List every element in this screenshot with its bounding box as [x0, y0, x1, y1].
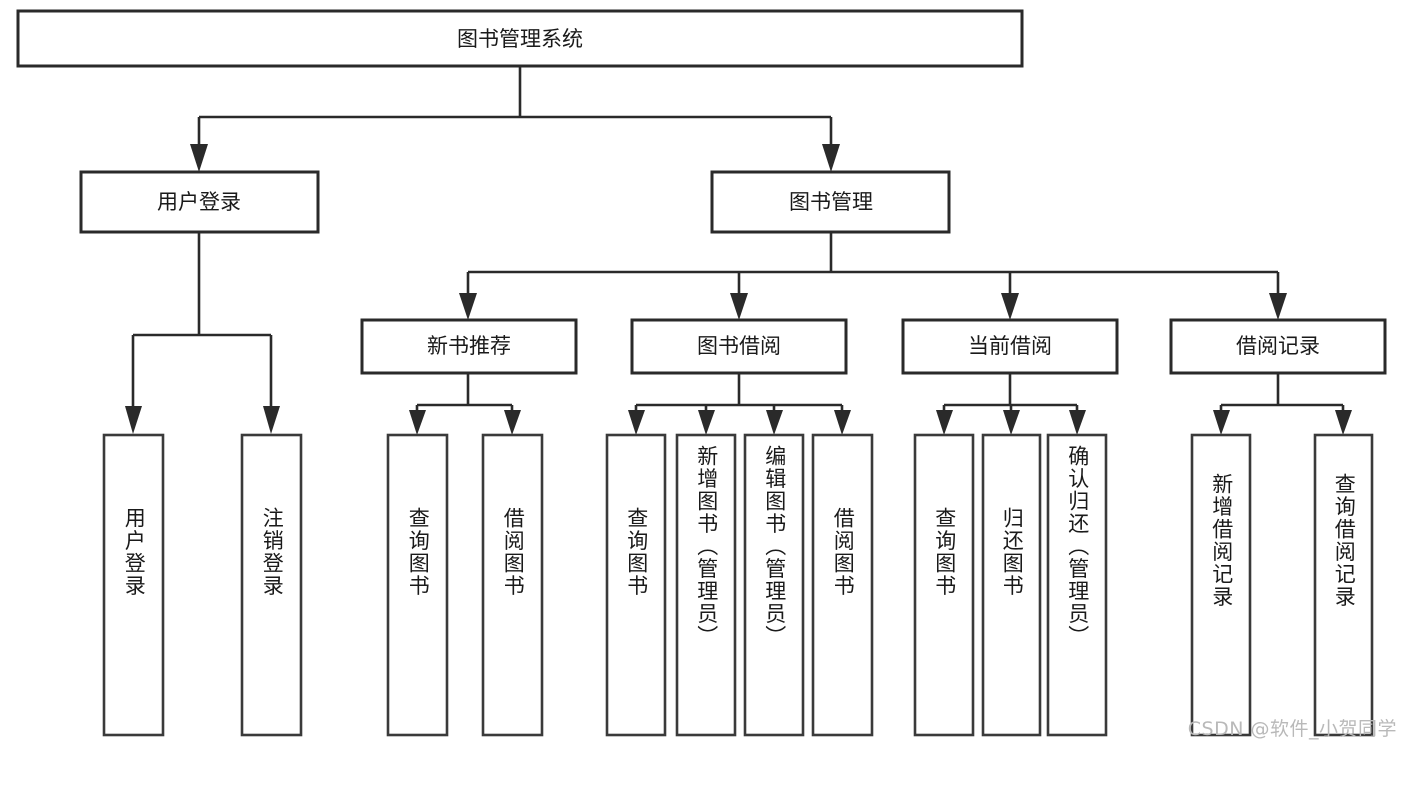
node-borrow-record-label: 借阅记录	[1236, 334, 1320, 358]
node-new-book-recommend-box[interactable]	[360, 318, 578, 375]
node-leaf-confirm-return-box[interactable]	[1046, 433, 1108, 737]
node-book-borrow-label: 图书借阅	[697, 334, 781, 358]
node-leaf-user-login-box[interactable]	[102, 433, 165, 737]
csdn-watermark: CSDN @软件_小贺同学	[1187, 718, 1397, 740]
node-book-manage[interactable]: 图书管理	[710, 170, 951, 234]
arrow-head-leaf-borrow-book-2	[834, 410, 851, 435]
arrow-head-leaf-confirm-return	[1069, 410, 1086, 435]
arrow-head-leaf-query-book-1	[409, 410, 426, 435]
node-user-login[interactable]: 用户登录	[79, 170, 320, 234]
node-leaf-borrow-book-1-box[interactable]	[481, 433, 544, 737]
node-current-borrow-label: 当前借阅	[968, 334, 1052, 358]
diagram-canvas: 图书管理系统 用户登录 图书管理 新书推荐 图书借阅 当前借阅 借阅记录	[16, 9, 1397, 740]
node-leaf-add-book-box[interactable]	[675, 433, 737, 737]
arrow-head-leaf-return-book	[1003, 410, 1020, 435]
connector-layer	[125, 66, 1352, 435]
leaf-box-layer	[102, 433, 1374, 737]
node-leaf-borrow-book-2-box[interactable]	[811, 433, 874, 737]
arrow-head-leaf-query-book-2	[628, 410, 645, 435]
node-root-box[interactable]	[16, 9, 1024, 68]
arrow-head-current-borrow	[1001, 293, 1019, 320]
node-leaf-return-book-box[interactable]	[981, 433, 1042, 737]
node-new-book-recommend[interactable]: 新书推荐	[360, 318, 578, 375]
node-leaf-query-book-3-box[interactable]	[913, 433, 975, 737]
flowchart-svg: 图书管理系统 用户登录 图书管理 新书推荐 图书借阅 当前借阅 借阅记录	[16, 9, 1387, 737]
node-leaf-query-book-1-box[interactable]	[386, 433, 449, 737]
node-leaf-add-record-box[interactable]	[1190, 433, 1252, 737]
arrow-head-leaf-borrow-book-1	[504, 410, 521, 435]
node-leaf-query-record-box[interactable]	[1313, 433, 1374, 737]
arrow-head-leaf-query-book-3	[936, 410, 953, 435]
node-borrow-record[interactable]: 借阅记录	[1169, 318, 1387, 375]
arrow-head-leaf-user-logout	[263, 406, 280, 434]
arrow-head-new-book-recommend	[459, 293, 477, 320]
arrow-head-leaf-edit-book	[766, 410, 783, 435]
arrow-head-book-manage	[822, 144, 840, 172]
node-leaf-query-book-2-box[interactable]	[605, 433, 667, 737]
node-root[interactable]: 图书管理系统	[16, 9, 1024, 68]
node-book-manage-box[interactable]	[710, 170, 951, 234]
node-user-login-box[interactable]	[79, 170, 320, 234]
node-user-login-label: 用户登录	[157, 190, 241, 214]
node-book-borrow[interactable]: 图书借阅	[630, 318, 848, 375]
arrow-head-user-login	[190, 144, 208, 172]
arrow-head-book-borrow	[730, 293, 748, 320]
node-root-label: 图书管理系统	[457, 27, 583, 51]
arrow-head-leaf-add-book	[698, 410, 715, 435]
node-current-borrow-box[interactable]	[901, 318, 1119, 375]
node-book-borrow-box[interactable]	[630, 318, 848, 375]
node-new-book-recommend-label: 新书推荐	[427, 334, 511, 358]
arrow-head-borrow-record	[1269, 293, 1287, 320]
arrow-head-leaf-add-record	[1213, 410, 1230, 435]
arrow-head-leaf-query-record	[1335, 410, 1352, 435]
node-leaf-user-logout-box[interactable]	[240, 433, 303, 737]
arrow-head-leaf-user-login	[125, 406, 142, 434]
node-current-borrow[interactable]: 当前借阅	[901, 318, 1119, 375]
node-leaf-edit-book-box[interactable]	[743, 433, 805, 737]
node-borrow-record-box[interactable]	[1169, 318, 1387, 375]
node-book-manage-label: 图书管理	[789, 190, 873, 214]
